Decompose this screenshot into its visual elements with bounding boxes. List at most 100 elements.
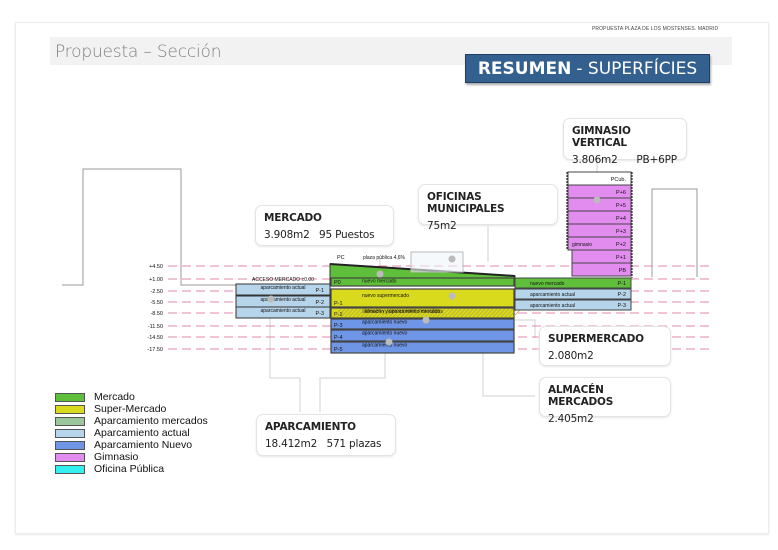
- hatch-line: [404, 308, 414, 318]
- hatch-line: [452, 308, 462, 318]
- connector-aparcamiento-b: [319, 342, 386, 412]
- marker-dot: [422, 316, 430, 324]
- hatch-line: [444, 308, 454, 318]
- callout-mercado-title: MERCADO: [264, 212, 322, 224]
- legend-swatch: [55, 392, 85, 402]
- hatch-line: [332, 308, 342, 318]
- floor-label: PB: [619, 268, 627, 274]
- hatch-line: [380, 308, 390, 318]
- block-right-floor: [514, 299, 632, 311]
- hatch-line: [432, 308, 442, 318]
- hatch-line: [456, 308, 466, 318]
- hatch-line: [340, 308, 350, 318]
- floor-label: P-1: [315, 288, 324, 294]
- legend-label: Gimnasio: [94, 451, 139, 463]
- legend-item: Oficina Pública: [55, 463, 208, 475]
- hatch-line: [488, 308, 498, 318]
- summary-banner-rest: - SUPERFÍCIES: [576, 58, 698, 79]
- hatch-line: [448, 308, 458, 318]
- hatch-line: [368, 308, 378, 318]
- hatch-line: [408, 308, 418, 318]
- legend-swatch: [55, 464, 85, 474]
- hatch-line: [372, 308, 382, 318]
- level-label: +1.00: [149, 277, 163, 283]
- legend-item: Gimnasio: [55, 451, 208, 463]
- legend-item: Aparcamiento actual: [55, 427, 208, 439]
- block-central-floor: [330, 277, 515, 287]
- legend-item: Aparcamiento mercados: [55, 415, 208, 427]
- hatch-line: [412, 308, 422, 318]
- callout-almacen: ALMACÉN MERCADOS 2.405m2: [539, 377, 671, 425]
- neighbour-outlines: [62, 168, 698, 286]
- block-gym-floor: [571, 262, 632, 277]
- hatch-line: [416, 308, 426, 318]
- summary-banner: RESUMEN - SUPERFÍCIES: [465, 54, 710, 83]
- callout-almacen-value: 2.405m2: [548, 413, 594, 425]
- legend-item: Super-Mercado: [55, 403, 208, 415]
- callout-oficinas-title: OFICINAS MUNICIPALES: [427, 191, 505, 215]
- hatch-line: [496, 308, 506, 318]
- legend-label: Mercado: [94, 391, 135, 403]
- hatch-line: [336, 308, 346, 318]
- plaza-label: plaza pública 4,6%: [363, 255, 406, 261]
- legend-swatch: [55, 416, 85, 426]
- callout-supermercado-title: SUPERMERCADO: [548, 333, 644, 345]
- block-label: aparcamiento actual: [530, 303, 575, 309]
- hatch-line: [428, 308, 438, 318]
- legend-item: Aparcamiento Nuevo: [55, 439, 208, 451]
- callout-gimnasio-value: 3.806m2 PB+6PP: [572, 154, 677, 166]
- block-right-floor: [514, 277, 632, 289]
- level-label: -17.50: [147, 347, 163, 353]
- floor-label: P-3: [617, 303, 626, 309]
- callout-supermercado-value: 2.080m2: [548, 350, 594, 362]
- block-label: almacén y aparcamiento mercados: [362, 309, 440, 315]
- legend-label: Aparcamiento Nuevo: [94, 439, 193, 451]
- floor-label: P+2: [616, 242, 626, 248]
- hatch-line: [472, 308, 482, 318]
- hatch-line: [436, 308, 446, 318]
- hatch-line: [468, 308, 478, 318]
- hatch-line: [424, 308, 434, 318]
- callout-aparcamiento: APARCAMIENTO 18.412m2 571 plazas: [256, 414, 396, 456]
- block-central-floor: [330, 318, 515, 330]
- legend-label: Oficina Pública: [94, 463, 165, 475]
- hatch-line: [480, 308, 490, 318]
- block-label: aparcamiento actual: [260, 285, 305, 291]
- legend-swatch: [55, 452, 85, 462]
- floor-label: P-2: [334, 312, 343, 318]
- marker-dot: [385, 338, 393, 346]
- block-central-floor: [330, 329, 515, 342]
- legend-label: Aparcamiento mercados: [94, 415, 208, 427]
- hatch-line: [440, 308, 450, 318]
- floor-label: P0: [334, 280, 341, 286]
- right-building-outline: [651, 188, 698, 277]
- hatch-line: [348, 308, 358, 318]
- hatch-line: [364, 308, 374, 318]
- block-label: aparcamiento nuevo: [362, 320, 408, 326]
- block-central-floor: [330, 307, 515, 319]
- block-label: aparcamiento nuevo: [362, 343, 408, 349]
- hatch-line: [492, 308, 502, 318]
- connector-aparcamiento-a: [269, 290, 301, 412]
- floor-label: P+6: [616, 190, 626, 196]
- hatch-line: [392, 308, 402, 318]
- level-label: -8.50: [150, 311, 163, 317]
- callout-gimnasio-title: GIMNASIO VERTICAL: [572, 125, 631, 149]
- level-label: -5.50: [150, 300, 163, 306]
- floor-label: P-4: [334, 335, 343, 341]
- left-building-outline: [62, 168, 236, 286]
- hatch-line: [460, 308, 470, 318]
- callout-oficinas: OFICINAS MUNICIPALES 75m2: [418, 184, 558, 232]
- hatch-line: [396, 308, 406, 318]
- block-central-floor: [330, 288, 515, 308]
- hatch-line: [476, 308, 486, 318]
- floor-label: P-2: [617, 292, 626, 298]
- callout-oficinas-value: 75m2: [427, 220, 457, 232]
- marker-dot: [267, 295, 275, 303]
- floor-label: P+1: [616, 255, 626, 261]
- summary-banner-bold: RESUMEN: [477, 58, 572, 79]
- legend-swatch: [55, 440, 85, 450]
- legend-swatch: [55, 428, 85, 438]
